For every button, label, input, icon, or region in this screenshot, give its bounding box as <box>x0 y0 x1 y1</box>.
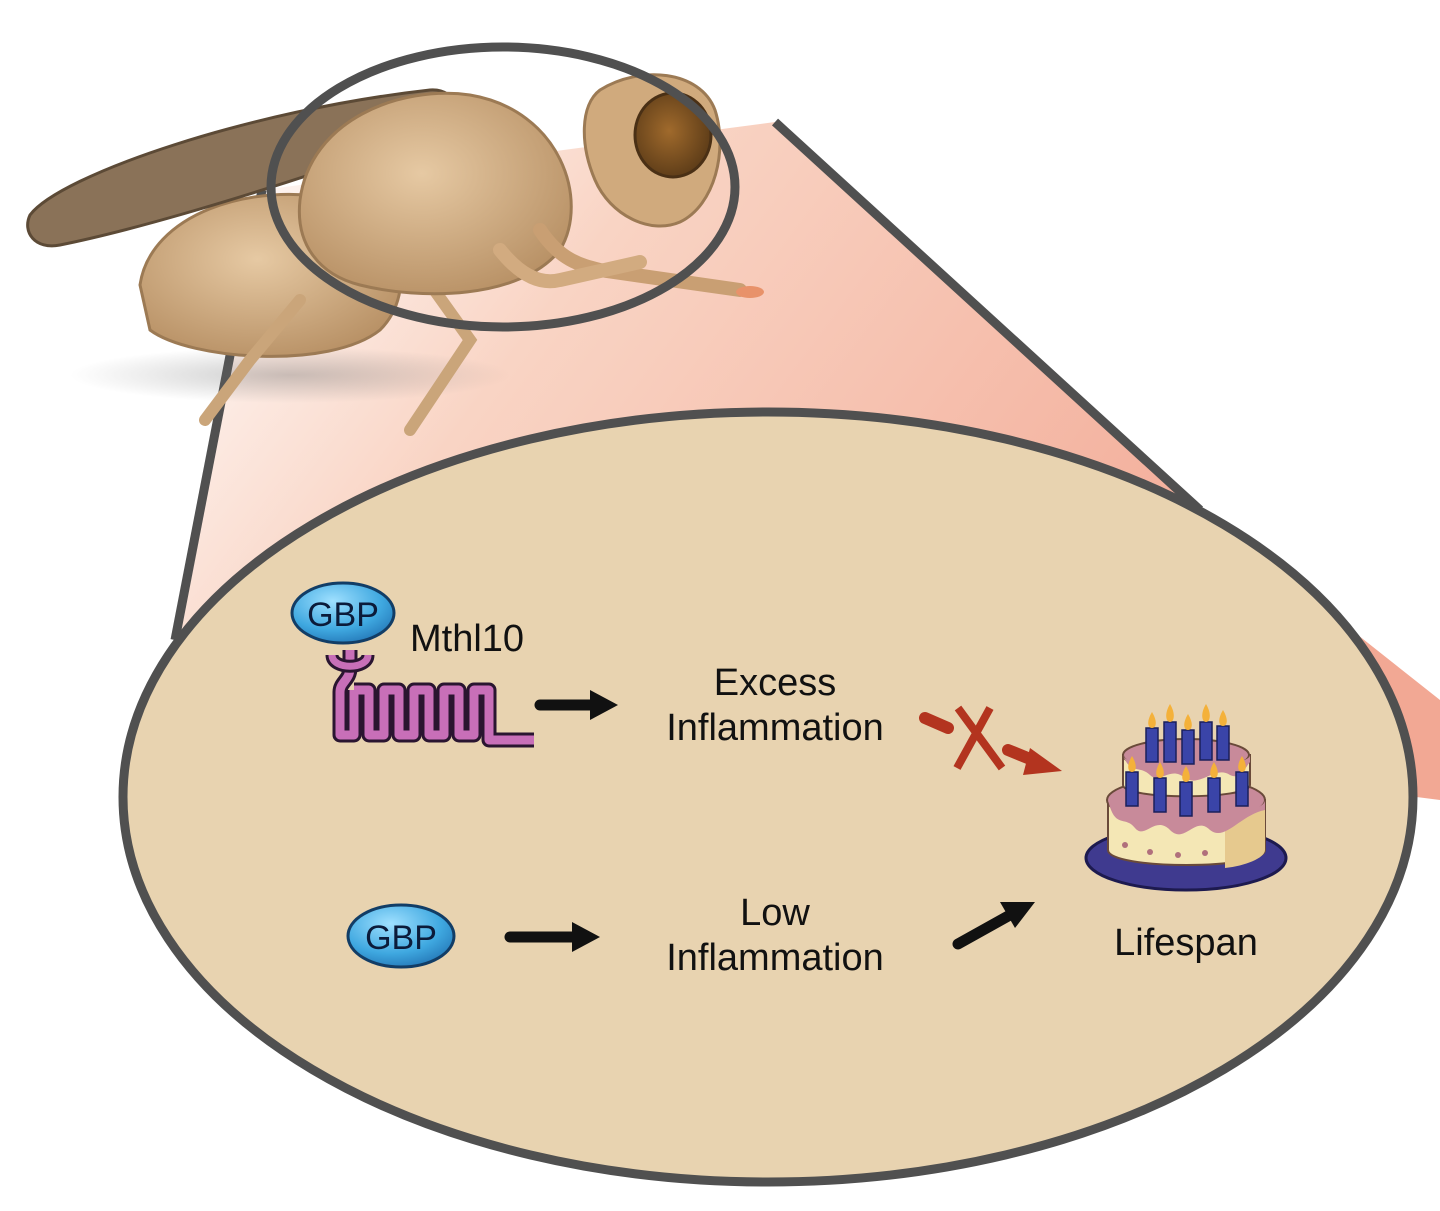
fly-leg <box>493 243 647 289</box>
mthl10-label: Mthl10 <box>410 618 524 660</box>
inflammation-label-top: Inflammation <box>666 707 884 749</box>
arrow-icon <box>534 690 618 720</box>
fly-eye <box>633 91 713 179</box>
fly-foot <box>736 286 764 298</box>
cross-icon <box>953 705 1006 771</box>
birthday-cake-icon <box>1084 704 1288 892</box>
fly-leg <box>199 294 306 426</box>
gbp-protein-icon: GBP <box>290 581 396 645</box>
fly-icon <box>26 73 764 436</box>
low-label: Low <box>740 892 810 934</box>
blocked-arrow-icon <box>919 712 1062 775</box>
inflammation-label-bottom: Inflammation <box>666 937 884 979</box>
arrow-icon <box>504 922 600 952</box>
magnifier-circle <box>266 42 740 332</box>
zoom-panel <box>118 407 1418 1187</box>
gbp-label-bottom: GBP <box>365 919 437 957</box>
lifespan-label: Lifespan <box>1114 922 1258 964</box>
fly-shadow <box>70 347 510 403</box>
mthl10-receptor-icon <box>325 650 534 748</box>
candle <box>1125 771 1249 817</box>
flame <box>1128 756 1246 782</box>
excess-label: Excess <box>714 662 836 704</box>
gbp-label-top: GBP <box>307 596 379 634</box>
flame <box>1148 704 1227 730</box>
gbp-protein-icon: GBP <box>346 903 456 969</box>
arrow-icon <box>952 902 1035 950</box>
fly-thorax <box>297 91 573 296</box>
